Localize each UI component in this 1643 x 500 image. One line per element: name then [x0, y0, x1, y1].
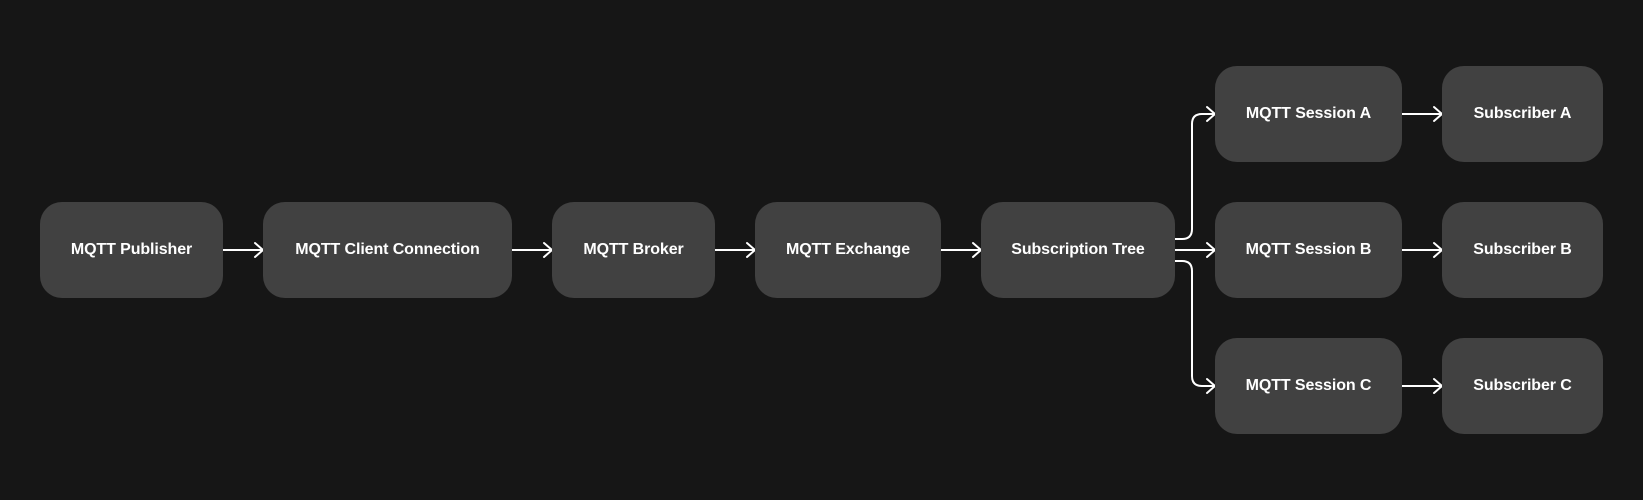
node-label: Subscriber B [1473, 241, 1572, 258]
node-label: Subscriber A [1473, 105, 1572, 122]
node-label: MQTT Broker [583, 241, 684, 258]
node-subscriber-b: Subscriber B [1442, 202, 1603, 298]
node-subscriber-a: Subscriber A [1442, 66, 1603, 162]
node-mqtt-broker: MQTT Broker [552, 202, 715, 298]
node-label: MQTT Client Connection [295, 241, 480, 258]
node-label: Subscription Tree [1011, 241, 1145, 258]
edge-subscription-tree-to-session-c [1174, 260, 1215, 387]
node-subscription-tree: Subscription Tree [981, 202, 1175, 298]
node-mqtt-session-a: MQTT Session A [1215, 66, 1402, 162]
node-mqtt-session-c: MQTT Session C [1215, 338, 1402, 434]
node-label: MQTT Session C [1245, 377, 1372, 394]
node-mqtt-session-b: MQTT Session B [1215, 202, 1402, 298]
node-mqtt-client-connection: MQTT Client Connection [263, 202, 512, 298]
node-label: Subscriber C [1473, 377, 1572, 394]
node-subscriber-c: Subscriber C [1442, 338, 1603, 434]
node-label: MQTT Exchange [785, 241, 911, 258]
node-label: MQTT Session A [1245, 105, 1372, 122]
node-mqtt-publisher: MQTT Publisher [40, 202, 223, 298]
node-mqtt-exchange: MQTT Exchange [755, 202, 941, 298]
node-label: MQTT Publisher [70, 241, 193, 258]
edge-subscription-tree-to-session-a [1174, 113, 1215, 240]
node-label: MQTT Session B [1245, 241, 1372, 258]
